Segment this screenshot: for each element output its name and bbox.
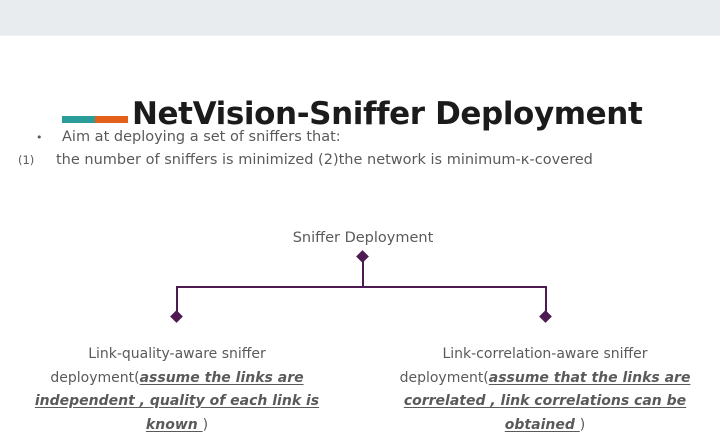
title-accent-bar xyxy=(62,116,128,123)
tree-leaf-left: Link-quality-aware sniffer deployment(as… xyxy=(12,343,342,437)
diamond-node-right-icon xyxy=(539,310,552,323)
connector-stem xyxy=(362,255,364,287)
slide-canvas: NetVision-Sniffer Deployment • Aim at de… xyxy=(0,36,720,433)
window-top-band-edge xyxy=(0,35,720,36)
bullet-text: Aim at deploying a set of sniffers that: xyxy=(62,129,341,145)
org-tree-diagram: Sniffer Deployment Link-quality-aware sn… xyxy=(0,191,720,433)
leaf-right-lead-text: Link-correlation-aware sniffer deploymen… xyxy=(399,346,648,386)
diamond-node-left-icon xyxy=(170,310,183,323)
bullet-marker: (1) xyxy=(18,153,35,167)
bullet-item: (1) the number of sniffers is minimized … xyxy=(0,149,720,172)
slide-title-row: NetVision-Sniffer Deployment xyxy=(0,64,720,132)
bullet-item: • Aim at deploying a set of sniffers tha… xyxy=(0,126,720,149)
page-title: NetVision-Sniffer Deployment xyxy=(132,96,643,132)
window-top-band xyxy=(0,0,720,35)
bullet-text: the number of sniffers is minimized (2)t… xyxy=(56,152,593,168)
leaf-right-tail-text: ) xyxy=(579,416,586,433)
bullet-list: • Aim at deploying a set of sniffers tha… xyxy=(0,126,720,172)
bullet-marker: • xyxy=(36,131,43,144)
connector-crossbar xyxy=(176,286,547,288)
accent-segment-orange xyxy=(95,116,128,123)
connector-drop-right xyxy=(545,286,547,316)
connector-drop-left xyxy=(176,286,178,316)
tree-root-label: Sniffer Deployment xyxy=(292,230,434,246)
leaf-left-tail-text: ) xyxy=(202,416,209,433)
leaf-left-lead-text: Link-quality-aware sniffer deployment( xyxy=(50,346,266,386)
accent-segment-teal xyxy=(62,116,95,123)
tree-leaf-right: Link-correlation-aware sniffer deploymen… xyxy=(380,343,710,437)
